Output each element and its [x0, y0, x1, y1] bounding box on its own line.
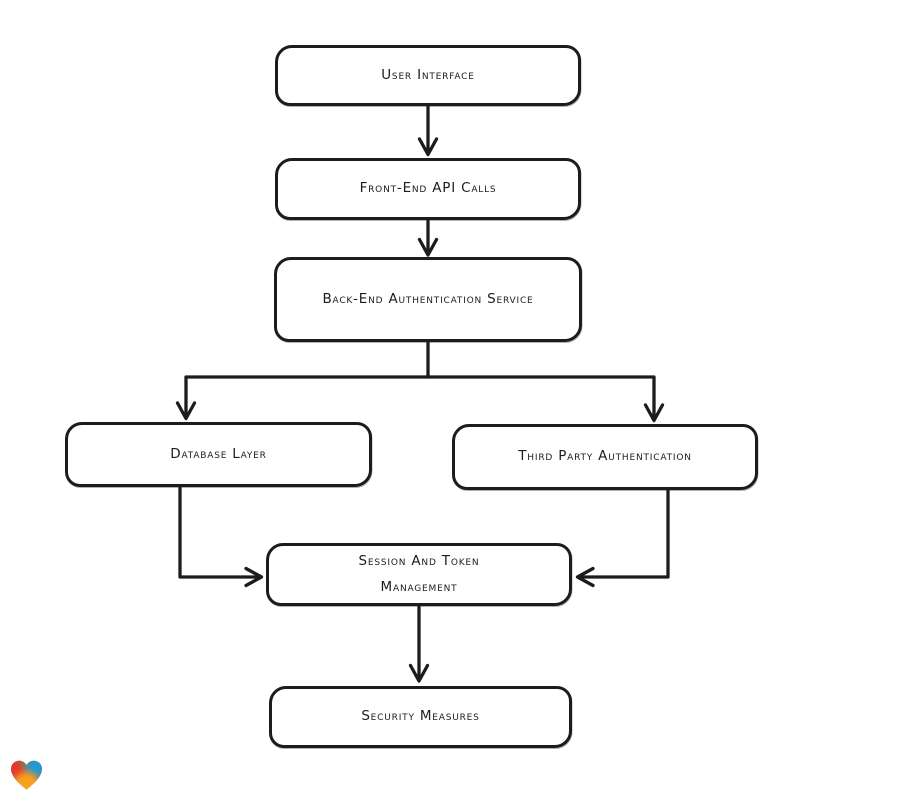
gradient-heart-logo[interactable] — [10, 760, 43, 791]
edge-back-end-authentication-service-to-database-layer — [175, 341, 430, 421]
node-user-interface[interactable]: User Interface — [275, 45, 581, 106]
node-session-and-token-management[interactable]: Session And Token Management — [266, 543, 572, 606]
node-third-party-authentication[interactable]: Third Party Authentication — [452, 424, 758, 490]
node-front-end-api-calls[interactable]: Front-End API Calls — [275, 158, 581, 220]
edge-session-and-token-management-to-security-measures — [408, 605, 430, 683]
edge-front-end-api-calls-to-back-end-authentication-service — [417, 219, 439, 257]
node-label: Third Party Authentication — [518, 448, 692, 465]
edge-user-interface-to-front-end-api-calls — [417, 105, 439, 157]
node-label: Security Measures — [361, 708, 480, 725]
heart-orange-blob — [12, 771, 41, 790]
node-label: Front-End API Calls — [359, 180, 497, 197]
node-database-layer[interactable]: Database Layer — [65, 422, 372, 487]
node-label: Back-End Authentication Service — [322, 290, 534, 307]
node-label: User Interface — [381, 66, 475, 83]
edge-third-party-authentication-to-session-and-token-management — [575, 489, 670, 588]
node-back-end-authentication-service[interactable]: Back-End Authentication Service — [274, 257, 582, 342]
node-security-measures[interactable]: Security Measures — [269, 686, 572, 748]
node-label: Session And Token Management — [358, 552, 480, 595]
edge-database-layer-to-session-and-token-management — [178, 486, 264, 588]
edge-back-end-authentication-service-to-third-party-authentication — [426, 375, 665, 423]
node-label: Database Layer — [170, 445, 267, 462]
